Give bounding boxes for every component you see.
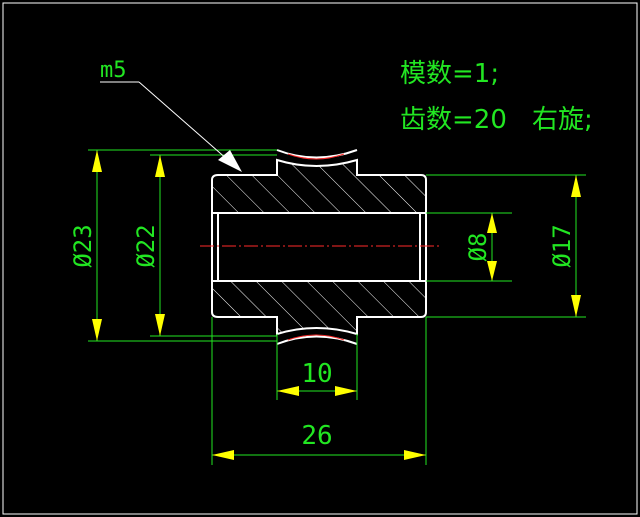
dim-w26: 26 xyxy=(301,421,332,451)
teeth-note: 齿数=20 xyxy=(400,105,507,135)
dim-d17: Ø17 xyxy=(548,224,576,267)
dim-d23: Ø23 xyxy=(69,224,97,267)
centerlines xyxy=(200,153,440,341)
callout-m5: m5 xyxy=(100,58,127,83)
dimension-arrows xyxy=(92,150,581,460)
module-note: 模数=1; xyxy=(400,59,499,89)
dim-w10: 10 xyxy=(301,359,332,389)
top-section-hatch xyxy=(212,160,426,213)
hand-note: 右旋; xyxy=(532,105,593,135)
bottom-section-hatch xyxy=(212,281,426,334)
dim-d22: Ø22 xyxy=(132,224,160,267)
m5-leader xyxy=(100,81,242,172)
dim-d8: Ø8 xyxy=(464,233,492,262)
dimension-lines xyxy=(88,149,586,465)
part-outline xyxy=(211,149,427,345)
